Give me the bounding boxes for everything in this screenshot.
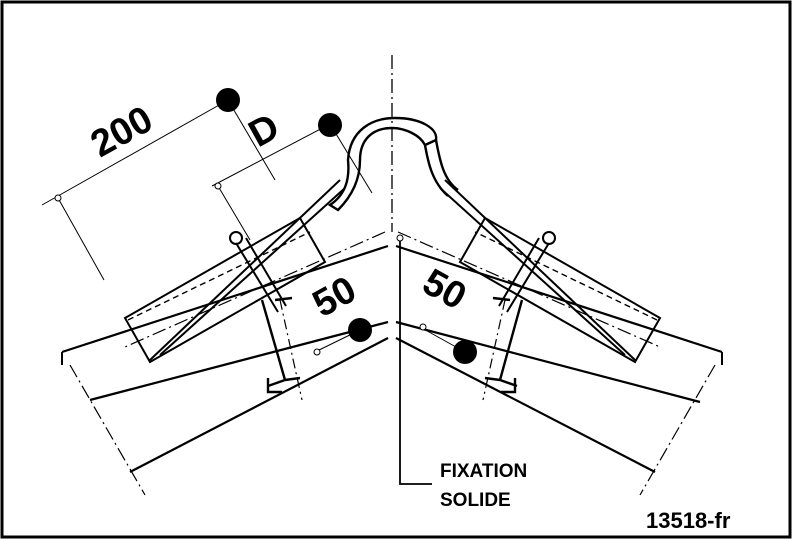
right-screw bbox=[498, 237, 550, 313]
dim-200-label: 200 bbox=[84, 98, 160, 165]
left-rafter-bottom bbox=[129, 337, 389, 473]
right-block-dashed bbox=[474, 231, 658, 321]
dot-d bbox=[318, 113, 342, 137]
left-batten-line bbox=[61, 244, 389, 354]
left-slope bbox=[61, 179, 389, 496]
right-bracket bbox=[484, 296, 524, 388]
ridge-tile-right-leg bbox=[423, 139, 459, 197]
dot-50-right bbox=[453, 340, 477, 364]
dim-d-line bbox=[211, 123, 331, 187]
drawing-reference: 13518-fr bbox=[646, 508, 731, 533]
fixation-note-line2: SOLIDE bbox=[440, 490, 511, 511]
dim-200-ext-a bbox=[57, 197, 105, 281]
left-bracket bbox=[260, 296, 301, 388]
right-end-dashdot bbox=[639, 364, 716, 496]
right-rafter-bottom bbox=[395, 337, 656, 473]
dim-d-ext-b bbox=[329, 123, 373, 194]
tick-200-left bbox=[54, 194, 62, 202]
left-screw-head bbox=[229, 231, 243, 245]
tick-fixation bbox=[396, 234, 404, 242]
ridge-tile bbox=[327, 116, 438, 212]
right-screw-head bbox=[542, 231, 556, 245]
right-slope bbox=[395, 179, 723, 496]
dim-50-left-label: 50 bbox=[306, 269, 363, 326]
dot-50-left bbox=[348, 318, 372, 342]
right-batten-line bbox=[395, 244, 723, 354]
fixation-note-line1: FIXATION bbox=[440, 461, 527, 482]
left-rafter-top bbox=[89, 320, 389, 402]
right-inner-dashdot bbox=[482, 299, 506, 401]
dim-d-label: D bbox=[242, 106, 286, 156]
tick-d-left bbox=[214, 182, 222, 190]
left-end-dashdot bbox=[69, 364, 146, 496]
left-screw bbox=[235, 237, 287, 313]
tick-50-left bbox=[313, 348, 321, 356]
dim-200-ext-b bbox=[227, 99, 276, 181]
fixation-leader bbox=[399, 236, 432, 485]
left-bracket-base bbox=[266, 378, 282, 394]
dim-200-line bbox=[41, 99, 229, 206]
right-bracket-base bbox=[501, 378, 517, 394]
left-block-dashed bbox=[127, 231, 311, 321]
left-tile-strip-b bbox=[149, 179, 341, 361]
left-inner-dashdot bbox=[279, 299, 303, 401]
right-rafter-top bbox=[395, 320, 701, 404]
dim-d-ext-a bbox=[217, 185, 251, 241]
dimension-dots bbox=[216, 88, 477, 364]
dimension-ticks bbox=[54, 182, 427, 356]
dim-50-right-label: 50 bbox=[416, 261, 473, 318]
tick-50-right bbox=[419, 323, 427, 331]
dot-200 bbox=[216, 88, 240, 112]
right-tile-strip-b bbox=[444, 179, 636, 361]
